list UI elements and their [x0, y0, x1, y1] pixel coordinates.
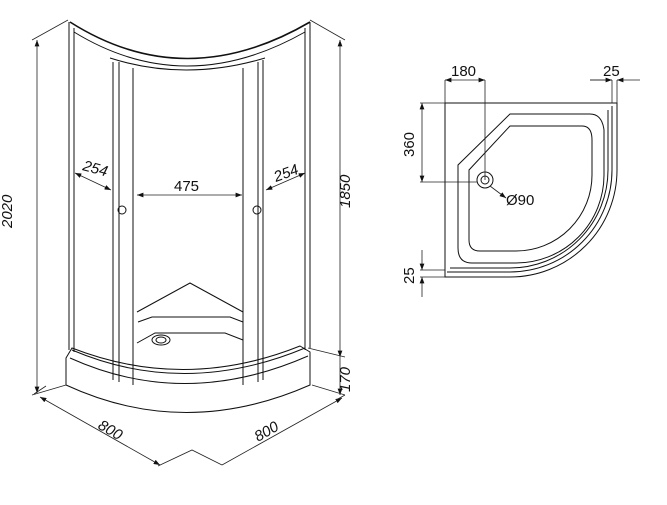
- dim-depth-left: 800: [95, 417, 126, 445]
- basin-outer: [457, 113, 605, 264]
- drain-icon: [151, 334, 171, 346]
- tray-outline: [444, 102, 618, 278]
- basin-inner: [468, 125, 593, 252]
- door-handle-right: [252, 205, 262, 215]
- dim-drain-offset-y: 360: [401, 132, 418, 157]
- left-frame: [68, 22, 75, 352]
- dim-total-height: 2020: [0, 194, 16, 229]
- front-view: 2020 254 475 254 1850 170 800 800: [0, 19, 354, 467]
- dim-drain-offset-x: 180: [451, 63, 476, 80]
- dim-door-left: 254: [80, 157, 110, 180]
- shower-tray: [65, 345, 311, 413]
- dim-depth-right: 800: [252, 418, 283, 446]
- dim-door-right: 254: [271, 161, 301, 186]
- door-handle-left: [117, 205, 127, 215]
- dim-frame-thickness-top: 25: [603, 63, 620, 80]
- dim-drain-diameter: Ø90: [506, 192, 534, 209]
- top-view: Ø90 180 25 360 25: [401, 63, 640, 297]
- dim-glass-height: 1850: [337, 174, 354, 208]
- right-frame: [304, 22, 311, 350]
- top-rail: [69, 21, 311, 60]
- dim-entrance-width: 475: [174, 178, 199, 195]
- dim-frame-thickness-bottom: 25: [401, 267, 418, 284]
- dim-tray-height: 170: [337, 366, 354, 392]
